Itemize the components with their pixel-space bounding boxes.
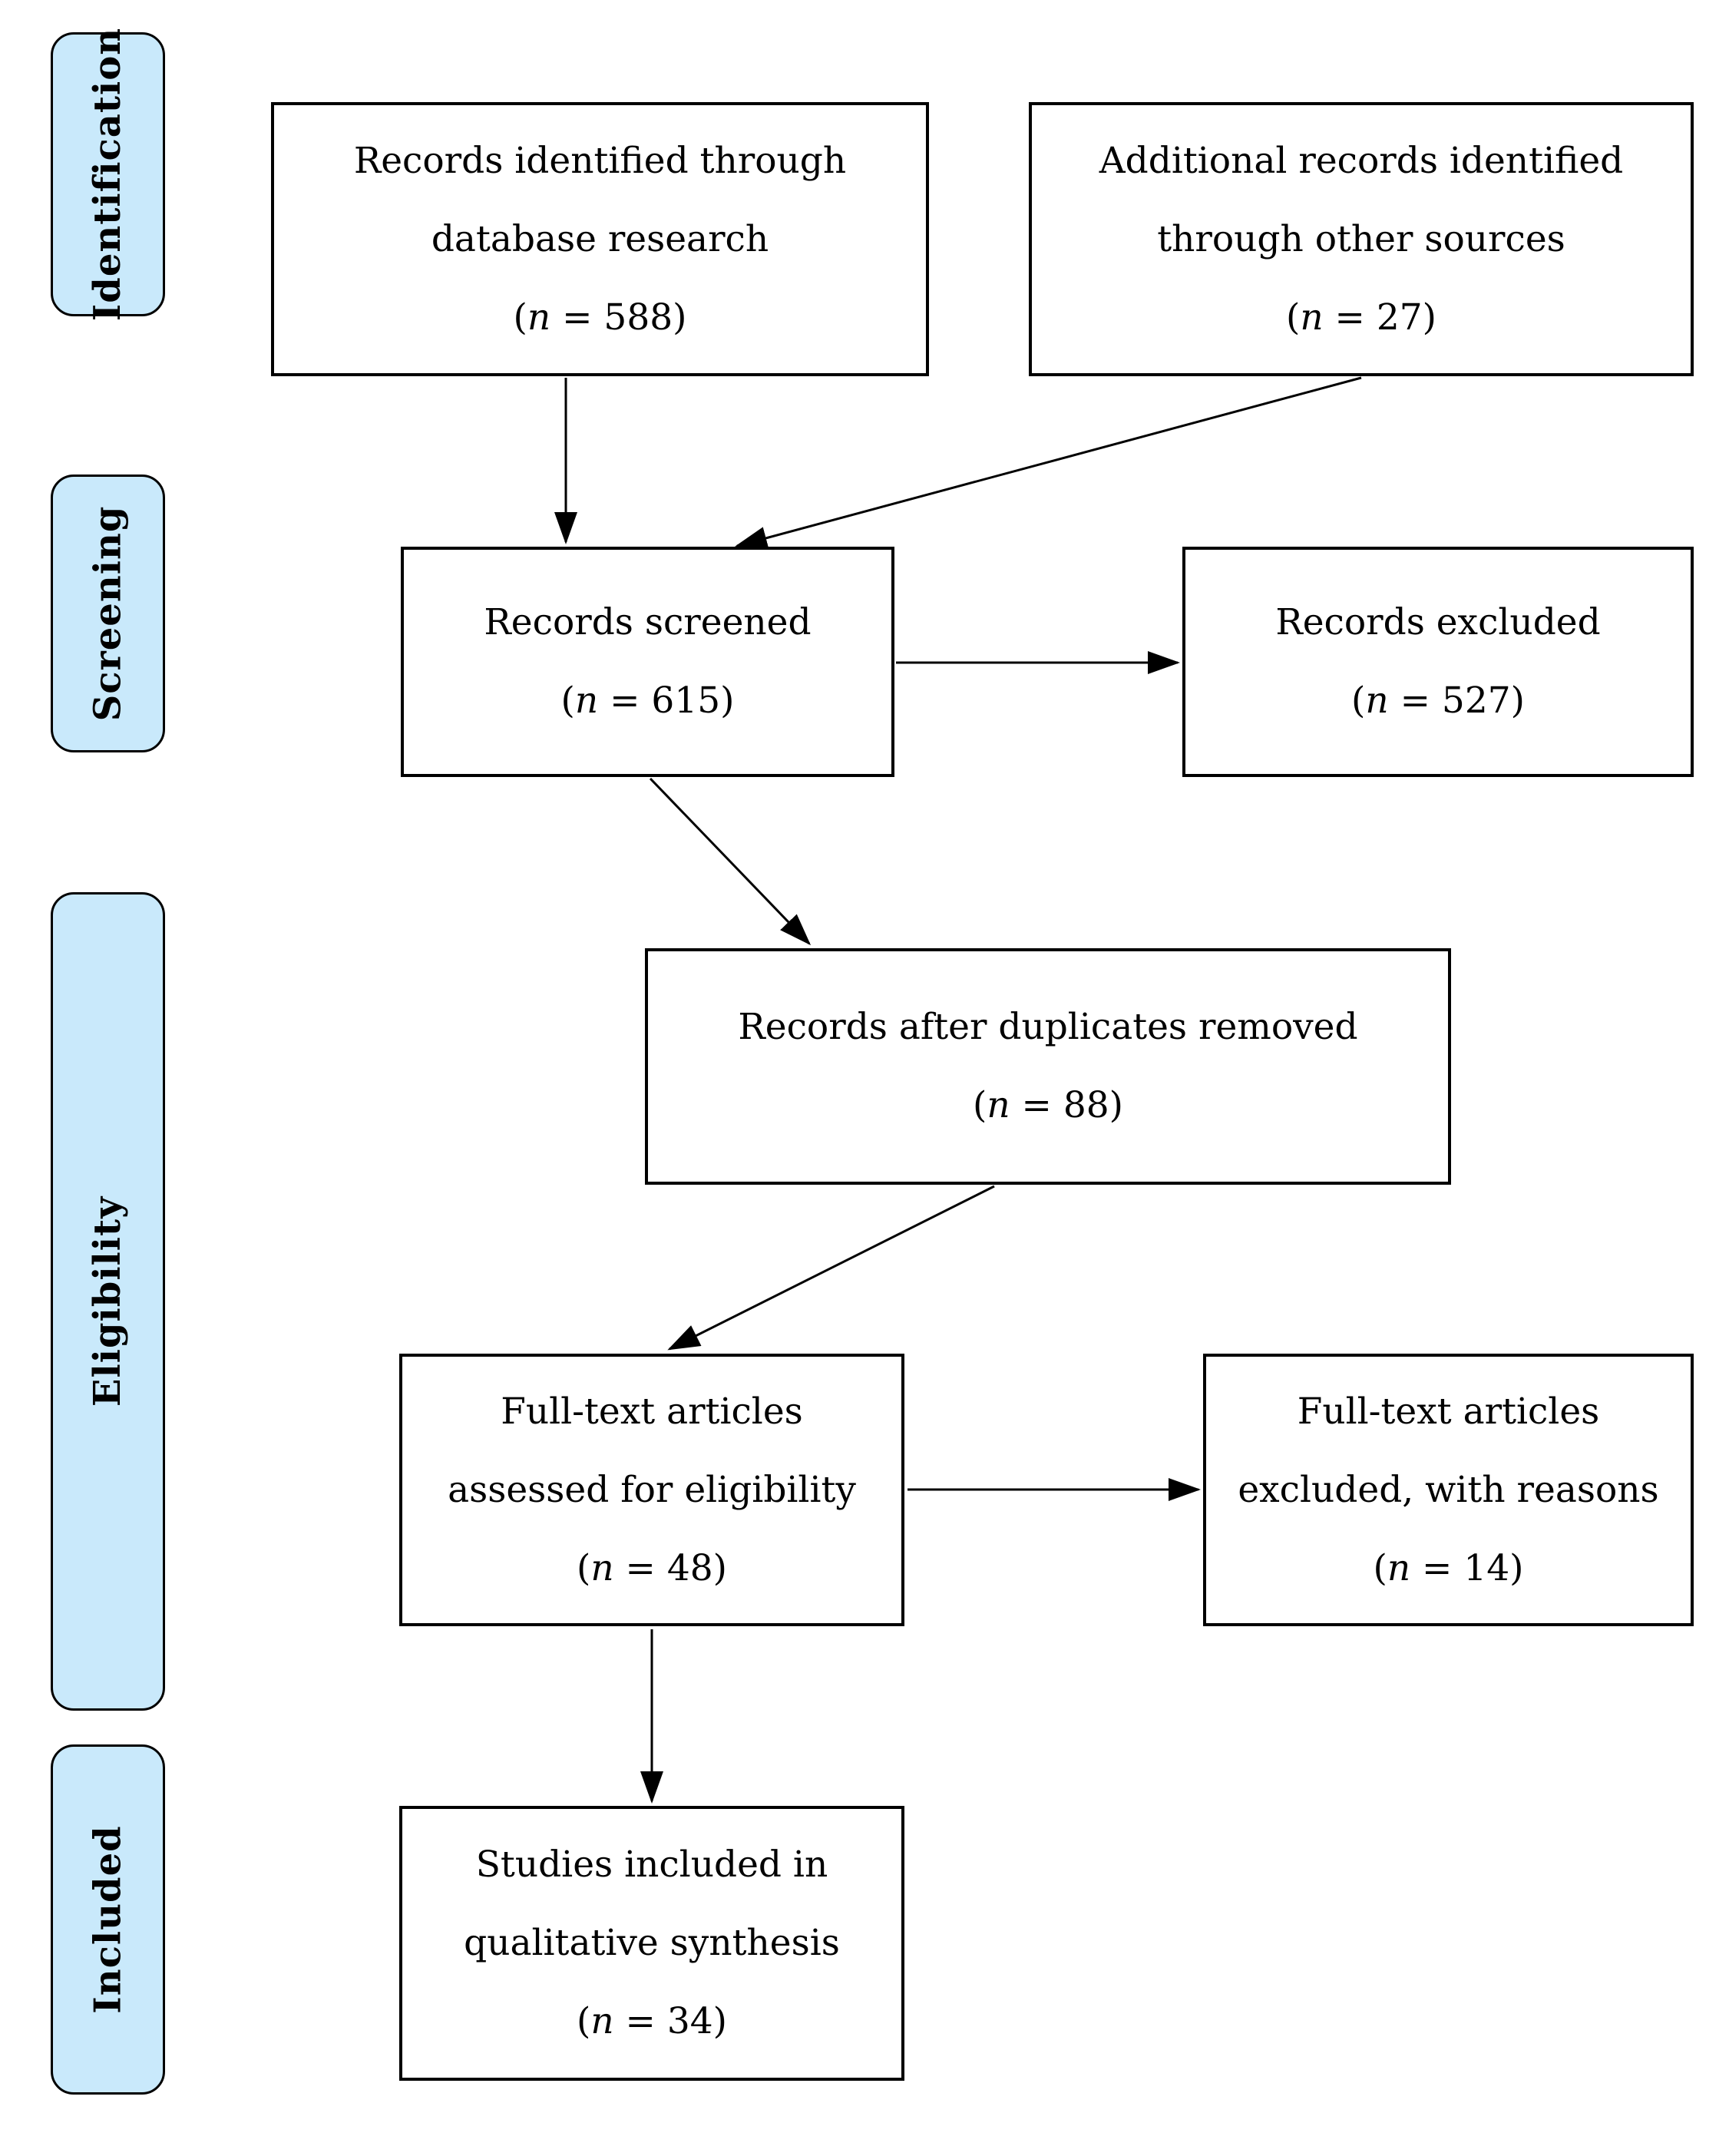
box-fulltext-assessed: Full-text articles assessed for eligibil… [399,1354,904,1626]
box-additional-records: Additional records identified through ot… [1029,102,1694,376]
box-fulltext-excluded: Full-text articles excluded, with reason… [1203,1354,1694,1626]
box-fulltext-assessed-label: Full-text articles assessed for eligibil… [448,1390,856,1511]
stage-included: Included [51,1744,165,2095]
box-records-excluded-count: (n = 527) [1351,680,1525,722]
arrow-additional-to-screened [735,376,1362,550]
box-duplicates-removed-count: (n = 88) [972,1084,1124,1126]
arrow-deduplicated-to-fulltext [667,1185,995,1351]
box-fulltext-excluded-label: Full-text articles excluded, with reason… [1238,1390,1659,1511]
box-records-screened-count: (n = 615) [560,680,735,722]
box-studies-included-count: (n = 34) [576,2000,728,2042]
box-records-screened: Records screened (n = 615) [401,547,894,777]
stage-screening: Screening [51,475,165,752]
box-additional-records-count: (n = 27) [1285,296,1437,339]
box-records-identified: Records identified through database rese… [271,102,929,376]
stage-eligibility: Eligibility [51,892,165,1711]
stage-screening-label: Screening [86,505,130,722]
box-records-screened-label: Records screened [484,601,812,643]
box-records-excluded: Records excluded (n = 527) [1182,547,1694,777]
stage-identification: Identification [51,28,165,321]
stage-eligibility-label: Eligibility [86,1195,130,1407]
box-studies-included: Studies included in qualitative synthesi… [399,1806,904,2081]
box-additional-records-label: Additional records identified through ot… [1099,139,1624,260]
box-fulltext-assessed-count: (n = 48) [576,1546,728,1589]
stage-identification-label: Identification [86,27,130,322]
box-records-identified-label: Records identified through database rese… [353,139,847,260]
box-fulltext-excluded-count: (n = 14) [1373,1546,1524,1589]
box-duplicates-removed-label: Records after duplicates removed [738,1006,1358,1048]
box-records-identified-count: (n = 588) [513,296,687,339]
arrow-screened-to-deduplicated [649,777,812,946]
box-duplicates-removed: Records after duplicates removed (n = 88… [645,948,1451,1185]
box-studies-included-label: Studies included in qualitative synthesi… [464,1844,840,1964]
stage-included-label: Included [86,1825,130,2014]
box-records-excluded-label: Records excluded [1275,601,1601,643]
